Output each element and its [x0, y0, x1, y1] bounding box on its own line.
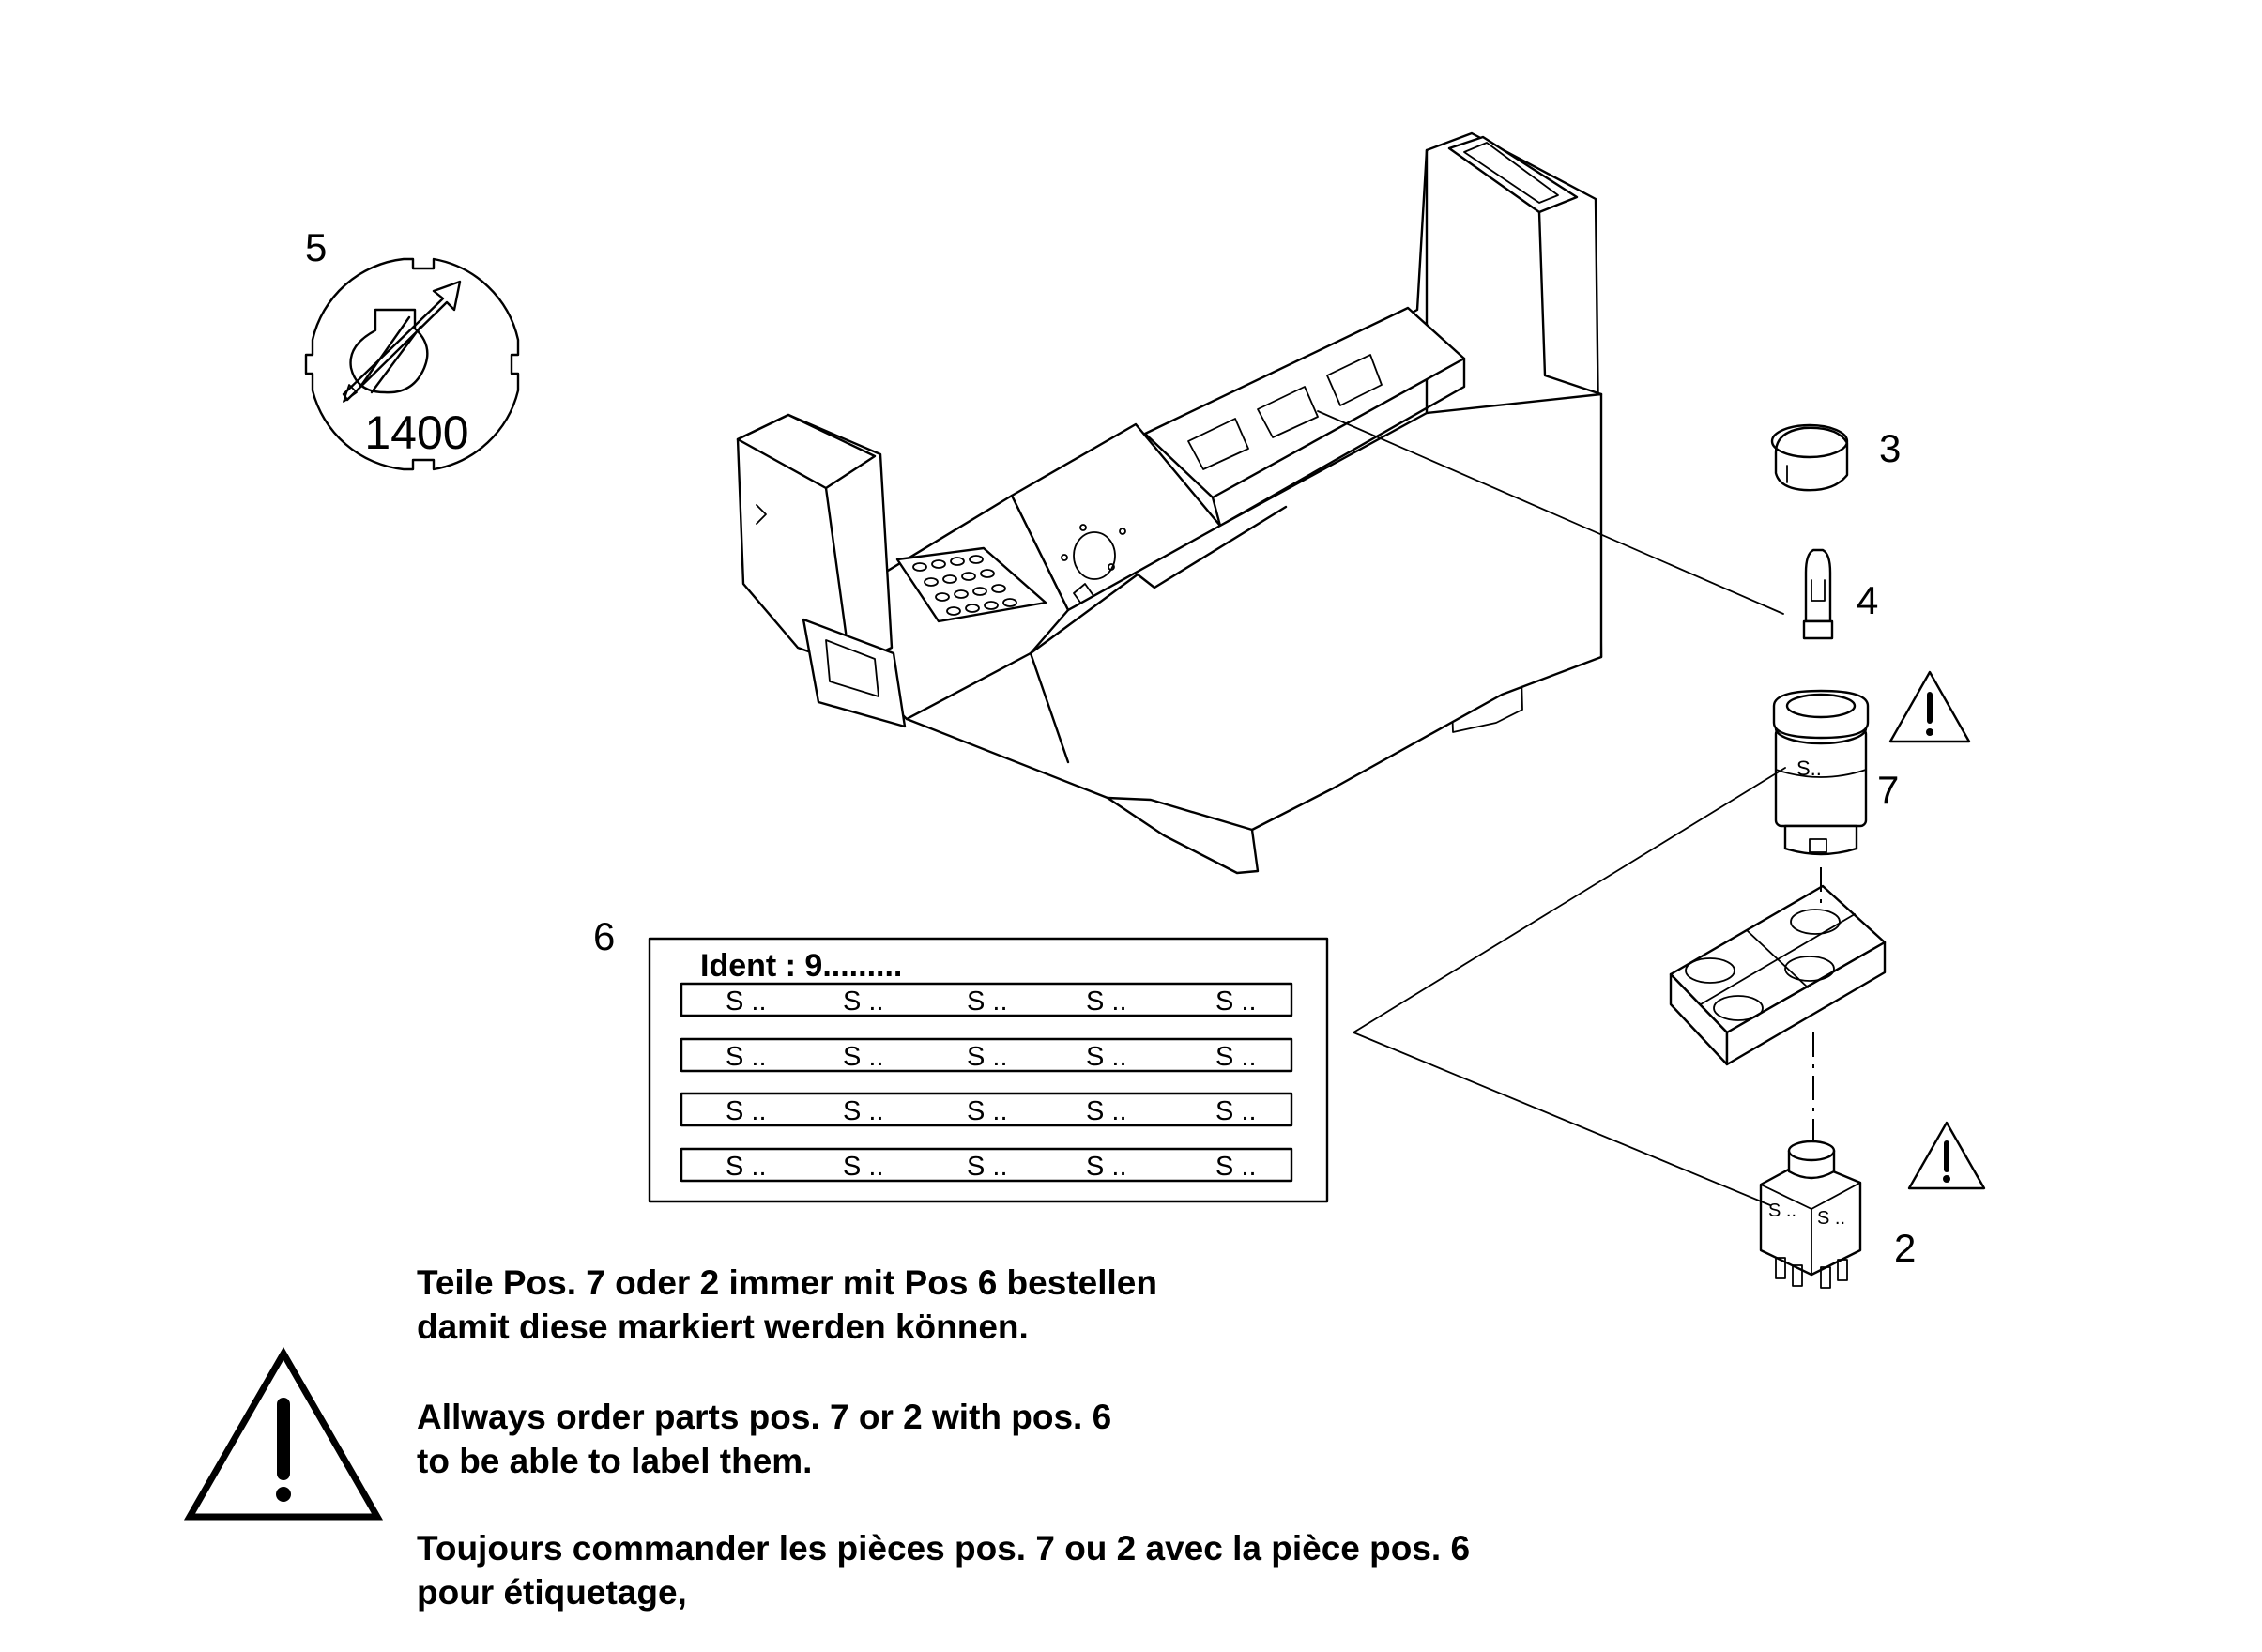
warning-triangle-icon [1888, 670, 1971, 743]
bulb-part [1802, 548, 1834, 640]
label-strip [680, 1092, 1293, 1127]
label-cell: S .. [1215, 1042, 1257, 1072]
ident-label-sheet: Ident : 9......... S ..S ..S ..S ..S ..S… [648, 937, 1329, 1203]
note-en-line-2: to be able to label them. [417, 1442, 813, 1480]
switch-mounting-plate [1669, 884, 1887, 1066]
engine-stamp-value: 1400 [364, 406, 468, 459]
label-cell: S .. [843, 1152, 884, 1182]
label-cell: S .. [1086, 1096, 1127, 1126]
label-cell: S .. [967, 987, 1008, 1017]
operator-console [736, 131, 1784, 875]
warning-triangle-icon [1907, 1121, 1986, 1190]
cap-part [1770, 423, 1849, 492]
push-switch-part: S.. [1772, 689, 1870, 856]
callout-7: 7 [1877, 768, 1899, 812]
label-strip [680, 1147, 1293, 1183]
warning-triangle-icon [183, 1346, 384, 1521]
label-strip [680, 1037, 1293, 1073]
label-cell: S .. [726, 987, 767, 1017]
callout-3: 3 [1879, 426, 1901, 470]
note-de-line-2: damit diese markiert werden können. [417, 1308, 1029, 1346]
note-fr-line-2: pour étiquetage, [417, 1573, 687, 1612]
callout-5: 5 [305, 225, 327, 269]
label-cell: S .. [843, 987, 884, 1017]
label-cell: S .. [726, 1152, 767, 1182]
callout-6: 6 [593, 914, 615, 958]
switch-7-marking: S.. [1796, 757, 1822, 780]
label-cell: S .. [726, 1096, 767, 1126]
note-en: Allways order parts pos. 7 or 2 with pos… [417, 1395, 1111, 1483]
callout-4: 4 [1857, 578, 1878, 622]
rocker-switch-part: S .. S .. [1759, 1140, 1862, 1289]
label-cell: S .. [1215, 987, 1257, 1017]
switch-2-marking-left: S .. [1768, 1201, 1796, 1221]
label-cell: S .. [726, 1042, 767, 1072]
label-cell: S .. [843, 1096, 884, 1126]
note-de-line-1: Teile Pos. 7 oder 2 immer mit Pos 6 best… [417, 1263, 1157, 1302]
label-cell: S .. [843, 1042, 884, 1072]
label-cell: S .. [967, 1152, 1008, 1182]
note-fr-line-1: Toujours commander les pièces pos. 7 ou … [417, 1529, 1471, 1568]
label-cell: S .. [1086, 1042, 1127, 1072]
label-cell: S .. [1086, 987, 1127, 1017]
label-strip [680, 982, 1293, 1017]
callout-2: 2 [1894, 1226, 1916, 1270]
label-cell: S .. [967, 1096, 1008, 1126]
label-cell: S .. [967, 1042, 1008, 1072]
label-cell: S .. [1215, 1152, 1257, 1182]
ident-label-title: Ident : 9......... [700, 948, 902, 984]
label-cell: S .. [1215, 1096, 1257, 1126]
note-fr: Toujours commander les pièces pos. 7 ou … [417, 1526, 1470, 1614]
note-en-line-1: Allways order parts pos. 7 or 2 with pos… [417, 1398, 1112, 1436]
engine-serial-stamp-icon: 1400 [304, 257, 520, 471]
label-cell: S .. [1086, 1152, 1127, 1182]
note-de: Teile Pos. 7 oder 2 immer mit Pos 6 best… [417, 1261, 1157, 1349]
switch-2-marking-right: S .. [1817, 1208, 1845, 1229]
label-strip-rows: S .. S .. S .. S .. S .. S .. S .. S .. S .. S ..… [680, 982, 1293, 1183]
